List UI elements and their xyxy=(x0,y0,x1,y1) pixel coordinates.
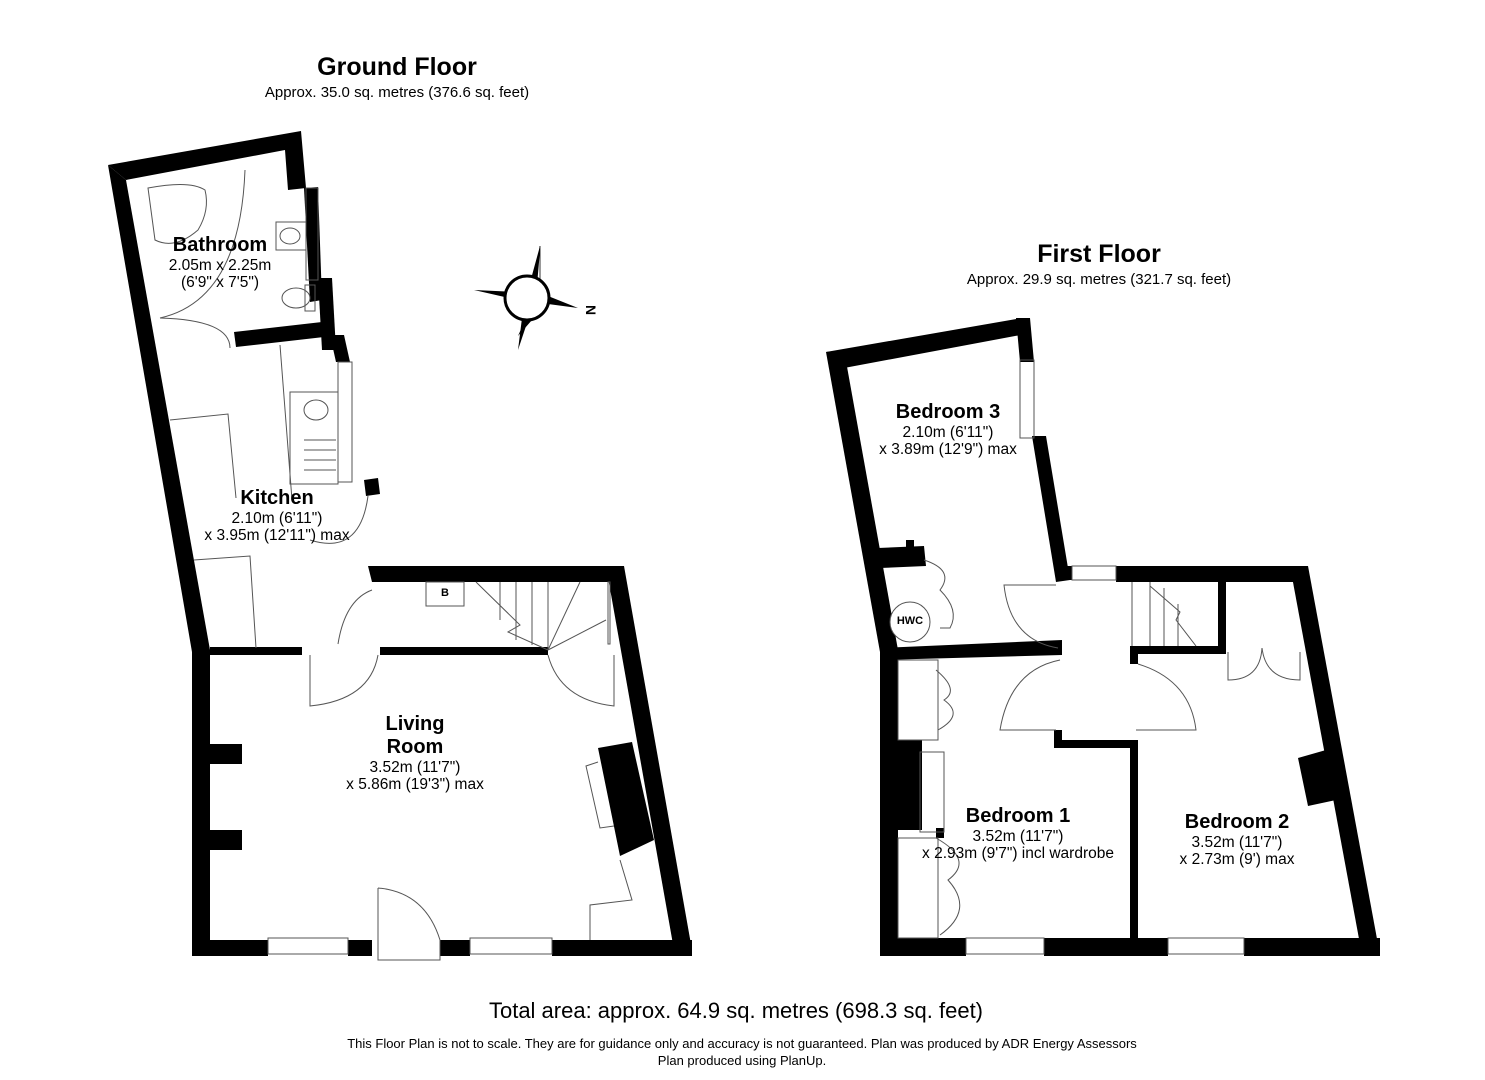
room-dimensions-imperial: (6'9" x 7'5") xyxy=(180,274,260,291)
first-floor-walls xyxy=(826,318,1380,956)
room-label-bedroom-2: Bedroom 2 3.52m (11'7") x 2.73m (9') max xyxy=(1137,811,1337,868)
ground-floor-walls xyxy=(108,131,692,956)
first-floor-area: Approx. 29.9 sq. metres (321.7 sq. feet) xyxy=(966,271,1232,288)
room-name: Bedroom 3 xyxy=(895,401,1001,423)
room-dimensions-max: x 2.73m (9') max xyxy=(1179,851,1295,868)
ground-floor-title: Ground Floor xyxy=(317,53,477,81)
room-label-bedroom-3: Bedroom 3 2.10m (6'11") x 3.89m (12'9") … xyxy=(858,401,1038,458)
room-label-bathroom: Bathroom 2.05m x 2.25m (6'9" x 7'5") xyxy=(120,234,320,291)
room-name: Bathroom xyxy=(172,234,268,256)
room-dimensions: 2.05m x 2.25m xyxy=(168,257,272,274)
first-floor-title: First Floor xyxy=(1037,240,1161,268)
ground-floor-area: Approx. 35.0 sq. metres (376.6 sq. feet) xyxy=(264,84,530,101)
disclaimer-line-2: Plan produced using PlanUp. xyxy=(657,1053,827,1068)
room-dimensions-max: x 3.89m (12'9") max xyxy=(879,441,1017,458)
room-dimensions: 2.10m (6'11") xyxy=(902,424,994,441)
room-dimensions-max: x 5.86m (19'3") max xyxy=(346,776,484,793)
first-floor-fixtures xyxy=(889,359,1301,955)
room-dimensions: 2.10m (6'11") xyxy=(231,510,323,527)
room-name-line2: Room xyxy=(386,736,444,758)
room-dimensions: 3.52m (11'7") xyxy=(1191,834,1283,851)
room-name: Bedroom 2 xyxy=(1184,811,1290,833)
room-label-bedroom-1: Bedroom 1 3.52m (11'7") x 2.93m (9'7") i… xyxy=(918,805,1118,862)
total-area: Total area: approx. 64.9 sq. metres (698… xyxy=(488,998,984,1023)
room-label-living-room: Living Room 3.52m (11'7") x 5.86m (19'3"… xyxy=(315,713,515,793)
room-dimensions: 3.52m (11'7") xyxy=(369,759,461,776)
room-name-line1: Living xyxy=(385,713,445,735)
room-dimensions-max: x 3.95m (12'11") max xyxy=(204,527,350,544)
disclaimer-line-1: This Floor Plan is not to scale. They ar… xyxy=(347,1036,1137,1051)
north-label: N xyxy=(583,304,599,316)
room-dimensions: 3.52m (11'7") xyxy=(972,828,1064,845)
room-label-kitchen: Kitchen 2.10m (6'11") x 3.95m (12'11") m… xyxy=(177,487,377,544)
room-name: Kitchen xyxy=(240,487,314,509)
boiler-label: B xyxy=(441,587,449,599)
room-name: Bedroom 1 xyxy=(965,805,1071,827)
hot-water-cylinder-label: HWC xyxy=(896,615,924,627)
ground-floor-fixtures xyxy=(147,169,633,961)
compass-rose-icon xyxy=(474,245,578,350)
room-dimensions-incl-wardrobe: x 2.93m (9'7") incl wardrobe xyxy=(922,845,1114,862)
